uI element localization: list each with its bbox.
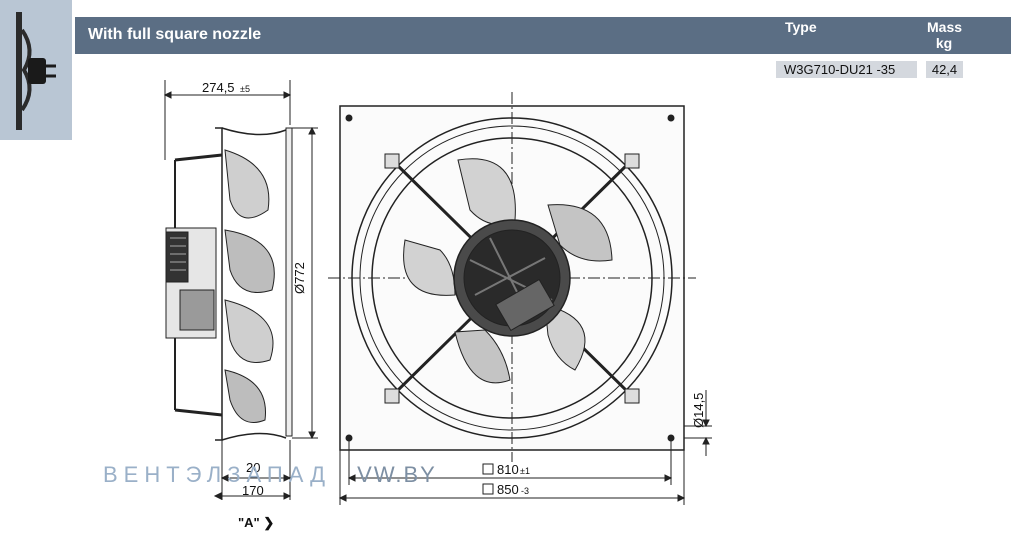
- mass-value: 42,4: [926, 61, 963, 78]
- type-column-header: Type: [785, 19, 817, 35]
- mass-unit-label: kg: [935, 35, 953, 51]
- depth-tolerance: ±5: [240, 84, 250, 94]
- frame-inner-dimension: 810: [497, 462, 519, 477]
- fan-thumbnail: [0, 0, 72, 140]
- watermark-domain: VW.BY: [357, 462, 437, 487]
- side-view: [163, 80, 318, 500]
- fan-side-icon: [16, 12, 56, 130]
- flange-depth-dimension: 170: [242, 483, 264, 498]
- hole-dimension: Ø14,5: [691, 393, 706, 428]
- flange-dimension: 20: [246, 460, 260, 475]
- frame-outer-tolerance: -3: [521, 486, 529, 496]
- front-view: [328, 92, 712, 505]
- watermark: ВЕНТЭЛЗАПАД VW.BY: [103, 462, 437, 488]
- watermark-text: ВЕНТЭЛЗАПАД: [103, 462, 332, 487]
- diameter-dimension: Ø772: [292, 262, 307, 294]
- view-a-label: "A" ❯: [238, 515, 275, 530]
- mass-column-header: Mass kg: [927, 19, 963, 51]
- mass-label: Mass: [927, 19, 963, 35]
- frame-inner-tolerance: ±1: [520, 466, 530, 476]
- frame-outer-dimension: 850: [497, 482, 519, 497]
- type-value: W3G710-DU21 -35: [776, 61, 917, 78]
- page-title: With full square nozzle: [88, 26, 262, 43]
- depth-dimension: 274,5: [202, 80, 235, 95]
- header-bar: With full square nozzle Type Mass kg: [75, 17, 1011, 54]
